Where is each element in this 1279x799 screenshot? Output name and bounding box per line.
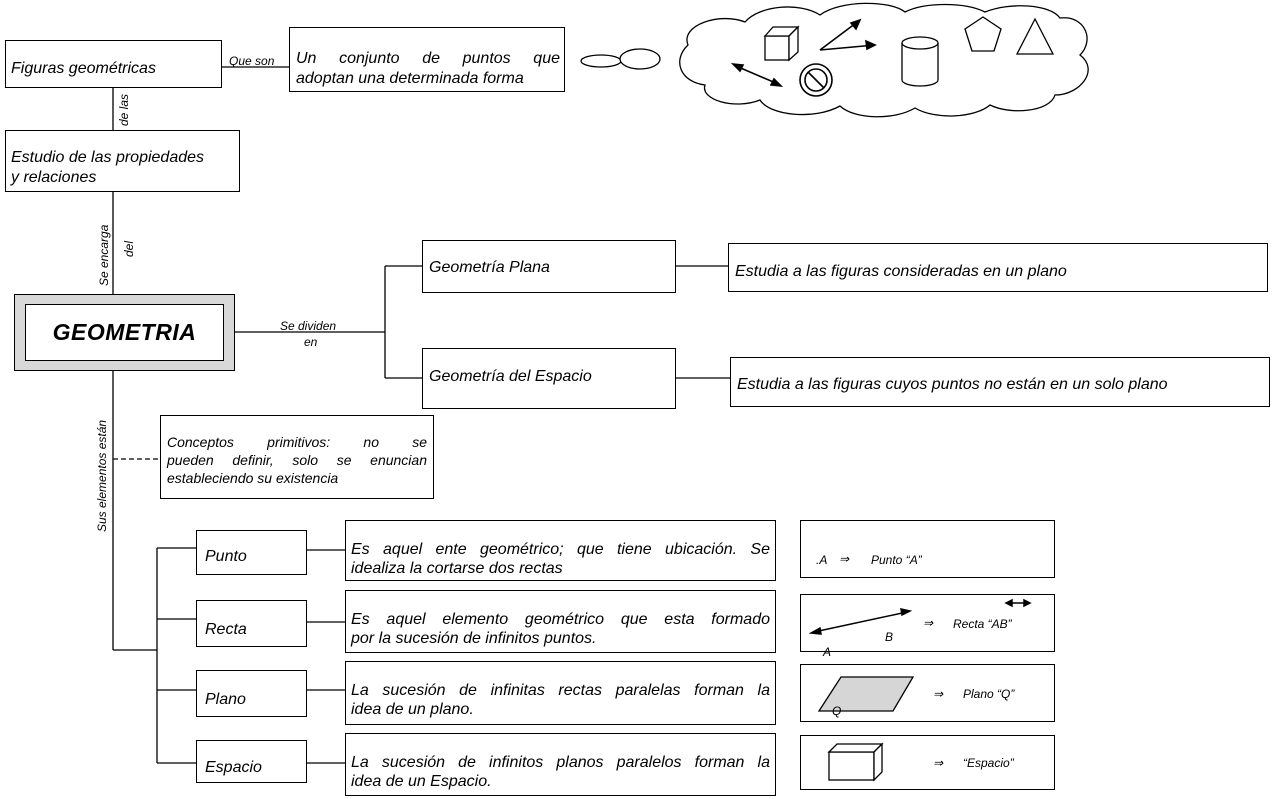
element-espacio-desc-box: La sucesión de infinitos planos paralelo… [345, 733, 776, 796]
link-de-las: de las [117, 93, 131, 126]
geometria-plana-desc: Estudia a las figuras consideradas en un… [735, 263, 1067, 280]
element-name: Plano [205, 691, 246, 708]
link-del: del [122, 240, 136, 257]
geometria-plana-label: Geometría Plana [429, 259, 550, 276]
conceptos-line-3: estableciendo su existencia [167, 470, 339, 486]
geometria-plana-desc-box: Estudia a las figuras consideradas en un… [728, 243, 1268, 292]
element-plano-desc-box: La sucesión de infinitas rectas paralela… [345, 661, 776, 725]
estudio-line-2: y relaciones [11, 169, 97, 186]
element-name: Punto [205, 548, 247, 565]
link-se-dividen: Se dividen [280, 319, 337, 333]
example-recta-card: B A ⇒ Recta “AB” [800, 594, 1055, 659]
geometria-main-box: GEOMETRIA [14, 294, 235, 371]
example-espacio-card: ⇒ “Espacio” [800, 735, 1055, 790]
conjunto-puntos-box: Un conjunto de puntos que adoptan una de… [289, 27, 565, 92]
example-plano-card: Q ⇒ Plano “Q” [800, 664, 1055, 722]
element-desc-line-1: La sucesión de infinitas rectas paralela… [351, 682, 770, 699]
link-se-encarga: Se encarga [97, 224, 111, 286]
estudio-line-1: Estudio de las propiedades [11, 149, 205, 166]
geometria-espacio-desc-box: Estudia a las figuras cuyos puntos no es… [730, 357, 1270, 407]
geometria-espacio-label: Geometría del Espacio [429, 368, 592, 385]
element-punto-box: Punto [196, 530, 307, 575]
example-recta-caption: Recta “AB” [953, 617, 1012, 631]
element-desc-line-2: idea de un Espacio. [351, 773, 492, 790]
conceptos-line-2: pueden definir, solo se enuncian [167, 452, 427, 468]
conjunto-line-2: adoptan una determinada forma [296, 70, 524, 87]
example-punto-caption: Punto “A” [871, 553, 922, 567]
link-en: en [304, 335, 318, 349]
element-desc-line-2: por la sucesión de infinitos puntos. [351, 630, 597, 647]
element-desc-line-2: idea de un plano. [351, 701, 474, 718]
point-dot-label: .A [816, 553, 828, 567]
element-desc-line-1: La sucesión de infinitos planos paralelo… [351, 754, 770, 771]
figuras-geometricas-label: Figuras geométricas [11, 60, 156, 77]
geometria-espacio-desc: Estudia a las figuras cuyos puntos no es… [737, 376, 1168, 393]
figuras-geometricas-box: Figuras geométricas [5, 40, 222, 88]
implies-symbol: ⇒ [933, 687, 944, 701]
element-recta-desc-box: Es aquel elemento geométrico que esta fo… [345, 590, 776, 653]
element-plano-box: Plano [196, 670, 307, 717]
element-desc-line-2: idealiza la cortarse dos rectas [351, 560, 563, 577]
implies-symbol: ⇒ [933, 756, 944, 770]
example-punto-card: .A ⇒ Punto “A” [800, 520, 1055, 578]
label-b: B [885, 630, 894, 644]
conceptos-primitivos-box: Conceptos primitivos: no se pueden defin… [160, 415, 434, 499]
example-plano-caption: Plano “Q” [963, 687, 1015, 701]
implies-symbol: ⇒ [923, 616, 934, 630]
element-desc-line-1: Es aquel elemento geométrico que esta fo… [351, 611, 770, 628]
link-que-son: Que son [229, 54, 275, 68]
element-name: Recta [205, 621, 247, 638]
element-name: Espacio [205, 759, 262, 776]
link-sus-elementos: Sus elementos están [95, 419, 109, 532]
label-q: Q [832, 704, 842, 718]
plane-q-icon [817, 676, 915, 712]
box-space-icon [827, 742, 884, 782]
element-espacio-box: Espacio [196, 740, 307, 783]
example-espacio-caption: “Espacio” [963, 756, 1014, 770]
conjunto-line-1: Un conjunto de puntos que [296, 50, 560, 67]
label-a: A [823, 645, 832, 659]
element-desc-line-1: Es aquel ente geométrico; que tiene ubic… [351, 541, 770, 558]
line-ab-icon [808, 598, 1032, 635]
geometria-espacio-box: Geometría del Espacio [422, 348, 676, 409]
geometria-title: GEOMETRIA [52, 319, 197, 345]
estudio-box: Estudio de las propiedades y relaciones [5, 130, 240, 192]
implies-symbol: ⇒ [839, 552, 850, 566]
element-punto-desc-box: Es aquel ente geométrico; que tiene ubic… [345, 520, 776, 581]
geometria-plana-box: Geometría Plana [422, 240, 676, 293]
conceptos-line-1: Conceptos primitivos: no se [167, 434, 427, 450]
element-recta-box: Recta [196, 600, 307, 647]
